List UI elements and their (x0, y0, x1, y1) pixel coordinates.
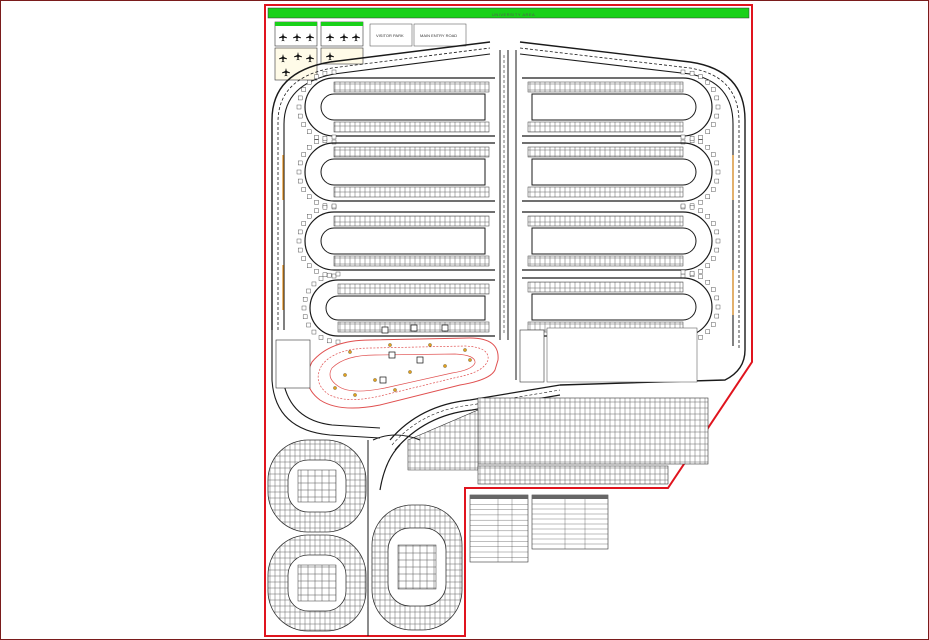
green-belt-strip (267, 7, 750, 19)
plot-band-right-4 (522, 269, 721, 345)
area-table-left (469, 494, 529, 563)
plot-band-right-1 (522, 69, 721, 145)
area-table-right (531, 494, 609, 550)
airplane-icon (352, 33, 360, 42)
open-plot-right (519, 329, 545, 383)
track-marker (388, 343, 392, 347)
amenity-box-3 (274, 47, 318, 81)
track-structure (410, 324, 418, 332)
cluster-bottom-left (267, 534, 367, 632)
plot-band-left-3 (296, 203, 495, 279)
amenity-box-2 (320, 21, 364, 47)
cluster-top-left (267, 439, 367, 533)
track-marker (428, 343, 432, 347)
grid-plot-block (477, 397, 709, 465)
cluster-divider-road (367, 434, 421, 636)
track-marker (373, 378, 377, 382)
plot-band-right-2 (522, 134, 721, 210)
header-label: UNIVERSITY AREA (492, 12, 535, 17)
track-marker (408, 370, 412, 374)
track-structure (416, 356, 424, 364)
airplane-icon (293, 33, 301, 42)
track-marker (348, 350, 352, 354)
airplane-icon (306, 33, 314, 42)
plot-band-left-2 (296, 134, 495, 210)
gate-label-2: MAIN ENTRY ROAD (420, 33, 457, 38)
airplane-icon (282, 68, 290, 77)
track-marker (333, 386, 337, 390)
airplane-icon (326, 33, 334, 42)
gate-box-1 (369, 23, 413, 47)
outer-ring-road (271, 41, 746, 386)
plot-band-left-4 (301, 271, 495, 345)
airplane-icon (306, 54, 314, 63)
red-track-outline (307, 337, 499, 409)
airplane-icon (279, 33, 287, 42)
track-structure (388, 351, 396, 359)
airplane-icon (294, 52, 302, 61)
airplane-icon (279, 54, 287, 63)
track-structure (379, 376, 387, 384)
track-marker (343, 373, 347, 377)
track-marker (393, 388, 397, 392)
plot-band-right-3 (522, 203, 721, 279)
amenity-box-1 (274, 21, 318, 47)
plot-band-left-1 (296, 69, 495, 145)
central-spine-road (499, 50, 517, 380)
track-structure (381, 326, 389, 334)
track-marker (353, 393, 357, 397)
site-boundary (264, 4, 753, 637)
airplane-icon (340, 33, 348, 42)
gate-box-2 (413, 23, 467, 47)
grid-plot-strip (477, 465, 669, 485)
grid-plot-edge (407, 409, 479, 471)
open-plot-right-2 (546, 327, 698, 383)
small-block-left (275, 339, 311, 389)
diagonal-boulevard (379, 384, 561, 491)
track-marker (468, 358, 472, 362)
track-marker (463, 348, 467, 352)
track-marker (443, 364, 447, 368)
gate-label-1: VISITOR PARK (376, 33, 404, 38)
cluster-bottom-right (371, 504, 463, 631)
airplane-icon (326, 52, 334, 61)
track-structure (441, 324, 449, 332)
